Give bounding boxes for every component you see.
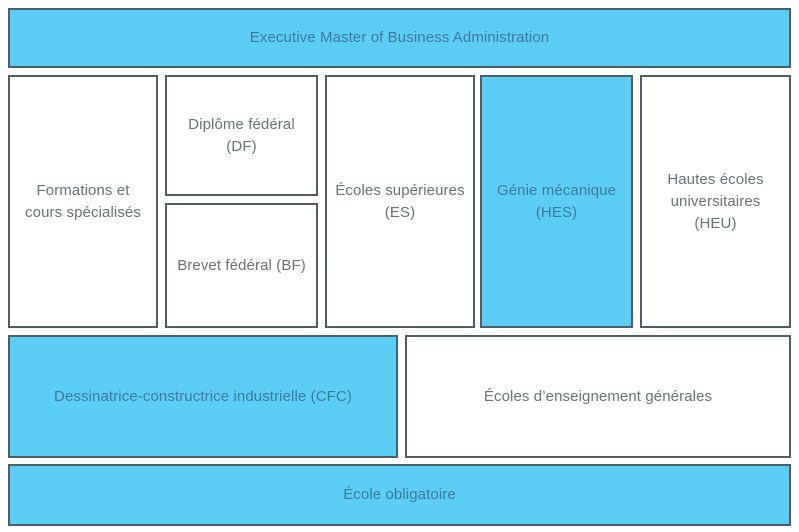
box-brevet-federal: Brevet fédéral (BF)	[165, 203, 318, 328]
box-ecole-obligatoire-label: École obligatoire	[343, 486, 456, 503]
box-ecole-obligatoire: École obligatoire	[8, 464, 791, 526]
box-hautes-ecoles-universitaires: Hautes écoles universitaires (HEU)	[640, 75, 791, 328]
box-diplome-federal: Diplôme fédéral (DF)	[165, 75, 318, 196]
box-brevet-federal-label: Brevet fédéral (BF)	[177, 256, 306, 274]
box-genie-mecanique-label: Génie mécanique (HES)	[496, 181, 617, 221]
box-ecoles-superieures: Écoles supérieures (ES)	[325, 75, 475, 328]
box-diplome-federal-label: Diplôme fédéral (DF)	[188, 115, 295, 155]
box-genie-mecanique-hes: Génie mécanique (HES)	[480, 75, 633, 328]
box-eeg-label: Écoles d’enseignement générales	[483, 387, 713, 405]
box-ecoles-superieures-label: Écoles supérieures (ES)	[335, 181, 465, 221]
box-heu-label: Hautes écoles universitaires (HEU)	[667, 170, 764, 232]
box-formations-cours-specialises: Formations et cours spécialisés	[8, 75, 158, 328]
box-ecoles-enseignement-generales: Écoles d’enseignement générales	[405, 335, 791, 458]
box-formations-label: Formations et cours spécialisés	[25, 181, 141, 221]
box-executive-mba-label: Executive Master of Business Administrat…	[249, 29, 550, 46]
box-cfc-label: Dessinatrice-constructrice industrielle …	[54, 387, 352, 405]
box-executive-mba: Executive Master of Business Administrat…	[8, 8, 791, 68]
box-dessinatrice-constructrice-cfc: Dessinatrice-constructrice industrielle …	[8, 335, 398, 458]
